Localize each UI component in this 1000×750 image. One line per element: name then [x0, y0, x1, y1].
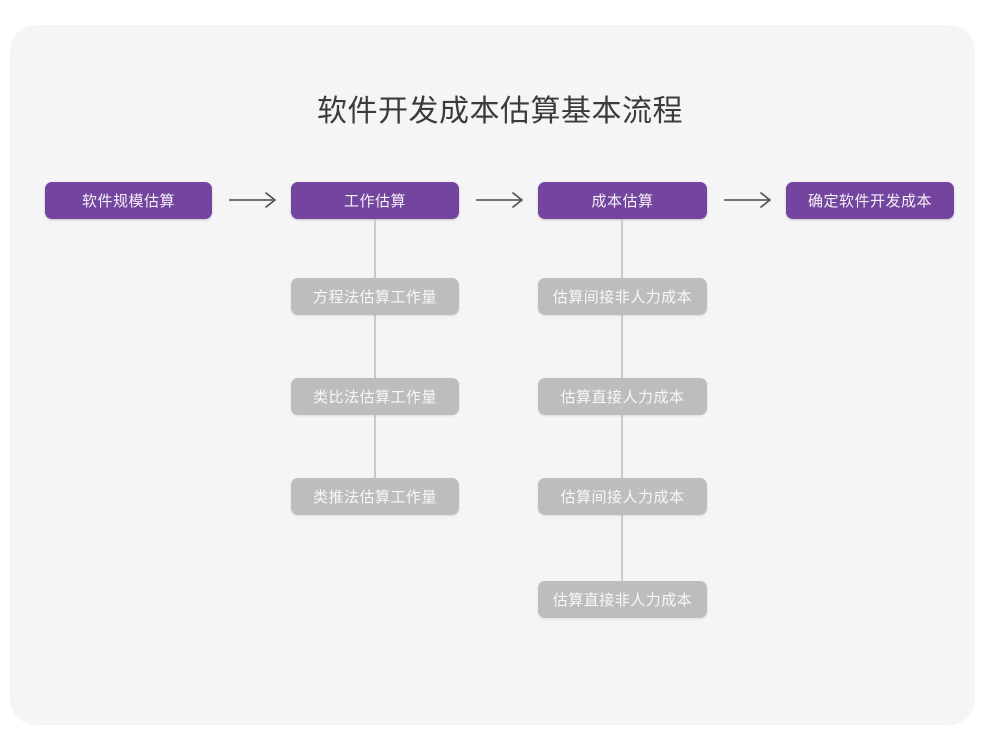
flow-node-step-1[interactable]: 软件规模估算: [45, 182, 212, 219]
connector-line-work-2: [374, 415, 376, 478]
connector-line-work-1: [374, 315, 376, 378]
flow-node-step-3[interactable]: 成本估算: [538, 182, 707, 219]
branch-node-cost-1[interactable]: 估算间接非人力成本: [538, 278, 707, 315]
diagram-card-background: [10, 25, 975, 725]
connector-line-cost-0: [621, 219, 623, 278]
connector-line-work-0: [374, 219, 376, 278]
connector-line-cost-2: [621, 415, 623, 478]
branch-node-cost-2[interactable]: 估算直接人力成本: [538, 378, 707, 415]
branch-node-work-1[interactable]: 方程法估算工作量: [291, 278, 459, 315]
branch-node-cost-3[interactable]: 估算间接人力成本: [538, 478, 707, 515]
arrow-right-icon-3: [721, 188, 777, 212]
flow-node-step-2[interactable]: 工作估算: [291, 182, 459, 219]
branch-node-work-3[interactable]: 类推法估算工作量: [291, 478, 459, 515]
branch-node-work-2[interactable]: 类比法估算工作量: [291, 378, 459, 415]
branch-node-cost-4[interactable]: 估算直接非人力成本: [538, 581, 707, 618]
connector-line-cost-1: [621, 315, 623, 378]
arrow-right-icon-2: [473, 188, 529, 212]
page-title: 软件开发成本估算基本流程: [317, 95, 683, 128]
connector-line-cost-3: [621, 515, 623, 581]
arrow-right-icon-1: [226, 188, 282, 212]
flow-node-step-4[interactable]: 确定软件开发成本: [786, 182, 954, 219]
